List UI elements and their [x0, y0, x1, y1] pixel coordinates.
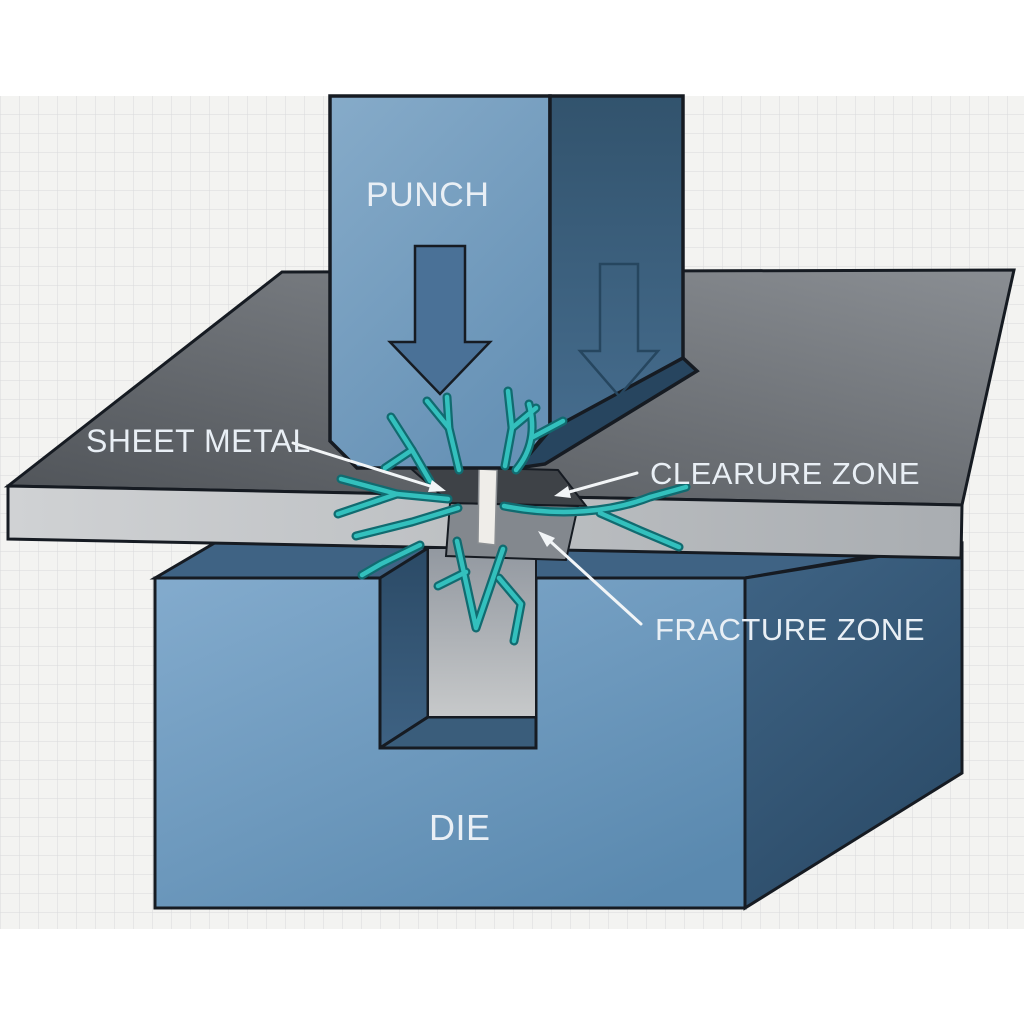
sheared-slug — [477, 468, 498, 546]
fracture-arrowhead-icon — [538, 531, 555, 547]
slug-wrap — [477, 468, 498, 546]
punch-side-arrow-icon — [577, 262, 661, 398]
fracture-zone-label: FRACTURE ZONE — [655, 612, 925, 647]
clearure-zone-label: CLEARURE ZONE — [650, 456, 920, 491]
punch-tool — [328, 94, 700, 471]
die-cavity-left-wall — [378, 545, 430, 751]
sheet-metal-arrowhead-icon — [428, 480, 446, 492]
clearure-arrowhead-icon — [554, 486, 571, 498]
sheet-metal-label: SHEET METAL — [86, 423, 311, 459]
fracture-arrow-line — [549, 540, 643, 626]
clearure-arrow-line — [567, 471, 639, 494]
punch-force-arrow-icon — [387, 244, 493, 396]
annotation-arrowheads — [428, 480, 571, 547]
annotation-arrows — [291, 441, 643, 626]
punch-label: PUNCH — [366, 176, 489, 214]
sheet-metal-arrow-line — [291, 441, 432, 488]
die-label: DIE — [429, 807, 491, 848]
diagram-labels: PUNCH SHEET METAL CLEARURE ZONE FRACTURE… — [86, 176, 925, 848]
